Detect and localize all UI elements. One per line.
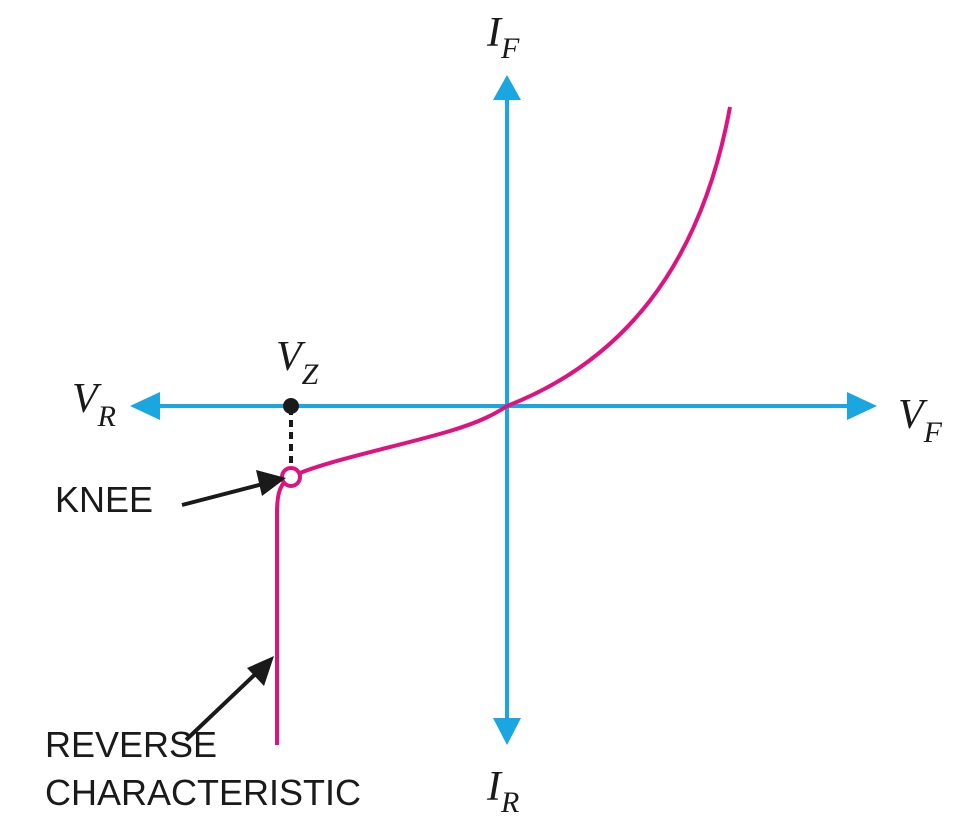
reverse-arrowhead-icon [247, 656, 274, 686]
arrow-up-icon [493, 75, 521, 100]
characteristic-curve [275, 106, 732, 745]
arrow-down-icon [493, 718, 521, 745]
vr-label: VR [72, 376, 116, 433]
ir-label: IR [486, 764, 519, 819]
knee-arrowhead-icon [256, 470, 286, 496]
arrow-right-icon [847, 392, 877, 420]
arrow-left-icon [130, 392, 160, 420]
vf-label: VF [898, 392, 943, 449]
knee-point [280, 466, 302, 488]
axes [130, 75, 877, 745]
if-label: IF [486, 10, 520, 65]
vz-point [283, 398, 299, 414]
reverse-label-line1: REVERSE [45, 724, 217, 765]
knee-label: KNEE [55, 479, 153, 520]
vz-label: VZ [276, 334, 319, 391]
reverse-label-line2: CHARACTERISTIC [45, 772, 361, 813]
